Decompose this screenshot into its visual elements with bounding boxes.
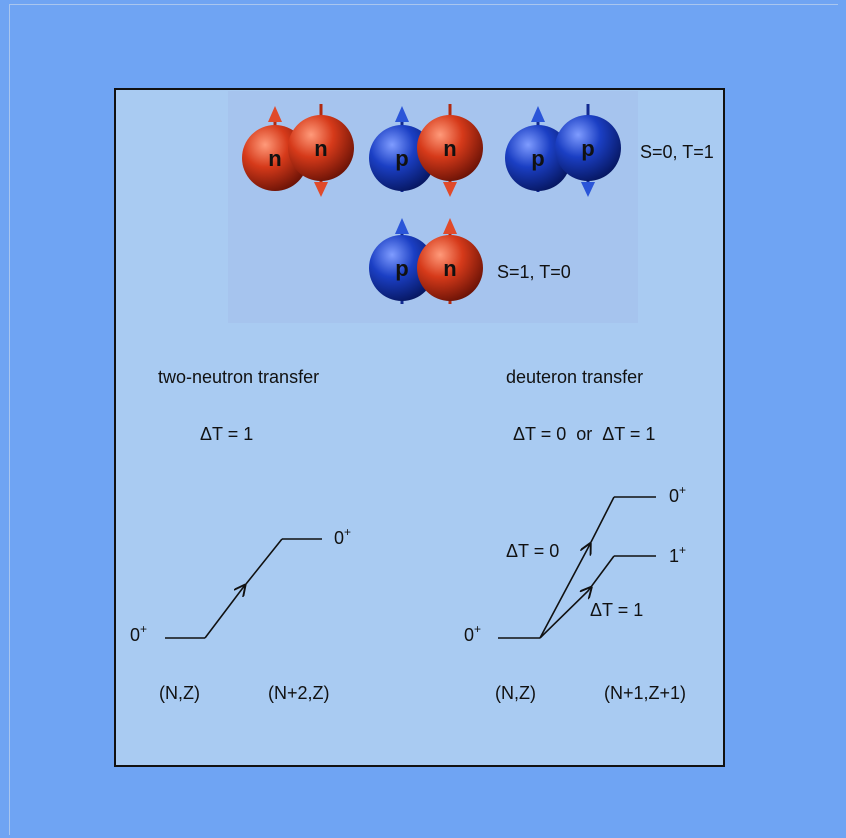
left-initial-nucleus: (N,Z) xyxy=(159,683,200,703)
proton-sphere: p xyxy=(369,218,435,304)
right-final-nucleus: (N+1,Z+1) xyxy=(604,683,687,703)
singlet-label: S=0, T=1 xyxy=(640,142,714,162)
right-lower-state: 1+ xyxy=(669,543,687,566)
upper-transition-label: ΔT = 0 xyxy=(506,541,560,561)
neutron-sphere: n xyxy=(417,218,483,304)
nucleon-letter: n xyxy=(314,136,327,161)
right-upper-state: 0+ xyxy=(669,483,687,506)
nucleon-letter: n xyxy=(268,146,281,171)
neutron-sphere: n xyxy=(417,104,483,197)
pair-proton-neutron-singlet: p n xyxy=(369,104,483,197)
transition-arrow xyxy=(204,538,283,639)
nucleon-letter: p xyxy=(395,146,408,171)
left-delta-t: ΔT = 1 xyxy=(200,424,254,444)
left-initial-state: 0+ xyxy=(130,622,148,645)
deuteron-level-scheme xyxy=(498,496,656,639)
nucleon-letter: p xyxy=(531,146,544,171)
transition-arrow-delta-t1 xyxy=(539,555,615,639)
triplet-label: S=1, T=0 xyxy=(497,262,571,282)
left-final-state: 0+ xyxy=(334,525,352,548)
nucleon-letter: p xyxy=(581,136,594,161)
lower-transition-label: ΔT = 1 xyxy=(590,600,644,620)
right-initial-state: 0+ xyxy=(464,622,482,645)
left-final-nucleus: (N+2,Z) xyxy=(268,683,330,703)
right-title: deuteron transfer xyxy=(506,367,644,387)
right-delta-t: ΔT = 0 or ΔT = 1 xyxy=(513,424,656,444)
pair-proton-proton: p p xyxy=(505,104,621,197)
nucleon-letter: n xyxy=(443,256,456,281)
transition-arrow-delta-t0 xyxy=(539,496,615,639)
left-title: two-neutron transfer xyxy=(158,367,320,387)
right-initial-nucleus: (N,Z) xyxy=(495,683,536,703)
pair-neutron-neutron: n n xyxy=(242,104,354,197)
neutron-sphere: n xyxy=(288,104,354,197)
nucleon-letter: p xyxy=(395,256,408,281)
pair-proton-neutron-triplet: p n xyxy=(369,218,483,304)
nucleon-letter: n xyxy=(443,136,456,161)
two-neutron-level-scheme xyxy=(165,538,322,639)
proton-sphere: p xyxy=(555,104,621,197)
proton-sphere: p xyxy=(505,106,571,192)
